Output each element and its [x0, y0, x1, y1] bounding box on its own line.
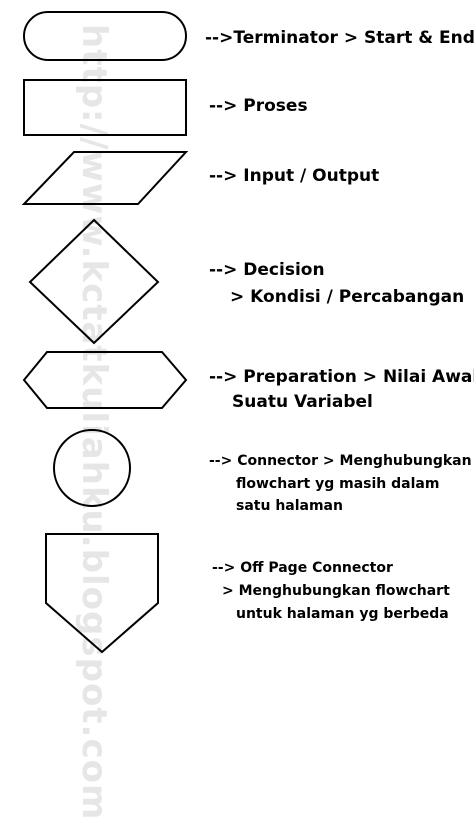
preparation-label: --> Preparation > Nilai Awal [209, 367, 474, 387]
process-shape [23, 79, 187, 136]
input-output-label: --> Input / Output [209, 166, 380, 186]
off-page-connector-sublabel-2: untuk halaman yg berbeda [236, 606, 449, 622]
decision-label: --> Decision [209, 260, 325, 280]
off-page-connector-label: --> Off Page Connector [212, 560, 393, 576]
connector-label: --> Connector > Menghubungkan [209, 453, 472, 469]
decision-sublabel: > Kondisi / Percabangan [230, 287, 465, 307]
terminator-label: -->Terminator > Start & End [205, 28, 474, 48]
symbols-canvas [21, 11, 189, 654]
off-page-connector-shape [45, 533, 159, 654]
flowchart-symbols-diagram: http://www.kctatkuliahku.blogspot.com --… [21, 11, 474, 820]
off-page-connector-sublabel-1: > Menghubungkan flowchart [222, 583, 450, 599]
decision-shape [28, 218, 160, 345]
terminator-shape [23, 11, 187, 61]
connector-sublabel-2: satu halaman [236, 498, 343, 514]
preparation-shape [22, 351, 188, 409]
connector-shape [53, 429, 131, 507]
process-label: --> Proses [209, 96, 308, 116]
input-output-shape [21, 151, 189, 205]
connector-sublabel-1: flowchart yg masih dalam [236, 476, 440, 492]
preparation-sublabel: Suatu Variabel [232, 392, 373, 412]
